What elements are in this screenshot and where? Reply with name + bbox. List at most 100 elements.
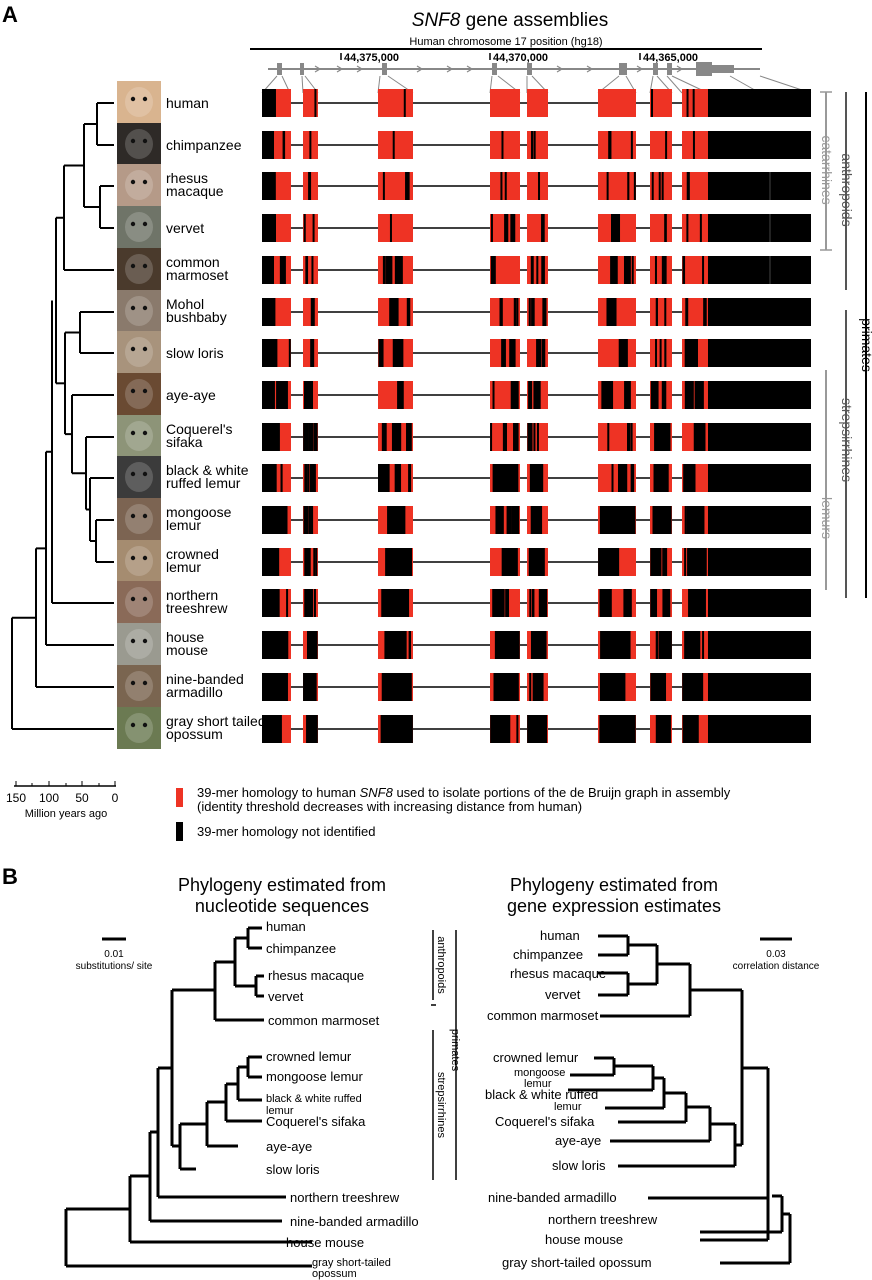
assembly-black [611,464,614,492]
species-photo-7 [117,373,161,415]
assembly-black [606,172,609,200]
assembly-black [664,339,667,367]
assembly-black [542,298,547,326]
assembly-black [277,381,287,409]
photo-face [125,587,153,617]
assembly-black [504,172,507,200]
right-taxon-label: nine-banded armadillo [488,1190,617,1205]
assembly-black [685,298,689,326]
assembly-black [686,506,689,534]
left-taxon-label: human [266,919,306,934]
assembly-black [664,423,671,451]
assembly-black [389,298,399,326]
assembly-exon [598,464,636,492]
chrom-label: Human chromosome 17 position (hg18) [409,36,602,48]
assembly-black [699,589,702,617]
photo-background [117,248,161,290]
assembly-utr [708,172,811,200]
photo-eye-left [130,305,136,311]
assembly-black [661,172,664,200]
photo-eye-right [142,305,148,311]
assembly-black [509,464,512,492]
species-photo-0 [117,81,161,123]
assembly-black [273,464,277,492]
assembly-black [405,172,410,200]
left-taxon-label: slow loris [266,1162,320,1177]
assembly-black [394,256,403,284]
photo-eye-left [130,179,136,185]
right-taxon-label: aye-aye [555,1133,601,1148]
species-name-13-0: house [166,629,204,645]
assembly-black [687,548,703,576]
assembly-black [607,423,610,451]
assembly-black [264,172,268,200]
assembly-black [314,89,317,117]
assembly-exon [378,89,413,117]
assembly-black [617,715,620,743]
assembly-black [304,464,307,492]
photo-face [125,713,153,743]
assembly-black [386,548,396,576]
human-gene-model [261,62,812,94]
assembly-black [269,548,280,576]
assembly-black [382,256,386,284]
left-taxon-label: nine-banded armadillo [290,1214,419,1229]
assembly-row-10 [262,506,811,534]
assembly-black [662,548,668,576]
right-taxon-label: house mouse [545,1232,623,1247]
assembly-black [273,214,276,242]
assembly-black [406,298,411,326]
assembly-black [541,589,544,617]
strand-arrow-7 [586,65,594,73]
assembly-black [262,214,274,242]
photo-eye-left [130,138,136,144]
left-taxon-label: Coquerel's sifaka [266,1114,366,1129]
assembly-black [384,631,396,659]
assembly-black [531,298,535,326]
species-name-14-1: armadillo [166,684,223,700]
assembly-black [264,548,274,576]
assembly-black [655,339,658,367]
assembly-black [308,423,314,451]
assembly-black [494,673,510,701]
assembly-black [280,464,283,492]
assembly-black [617,464,628,492]
assembly-black [310,298,313,326]
strand-arrow-5 [466,65,474,73]
assembly-black [313,589,316,617]
right-taxon-label: northern treeshrew [548,1212,658,1227]
assembly-utr [708,464,811,492]
gene-exon-3 [492,63,497,75]
assembly-black [661,256,667,284]
assembly-exon [682,131,708,159]
assembly-black [623,589,631,617]
assembly-black [311,256,314,284]
left-taxon-label: lemur [266,1105,294,1117]
assembly-row-1 [262,131,811,159]
assembly-utr [708,381,811,409]
assembly-black [269,589,280,617]
assembly-exon [527,172,548,200]
left-taxon-label: opossum [312,1268,357,1280]
species-name-11-1: lemur [166,559,201,575]
photo-face [125,546,153,576]
assembly-black [274,631,277,659]
assembly-exon [682,172,708,200]
assembly-black [630,131,633,159]
assembly-black [509,339,516,367]
assembly-black [657,423,667,451]
assembly-black [655,298,658,326]
assembly-utr [708,673,811,701]
right-taxon-label: lemur [524,1078,552,1090]
assembly-black [627,423,631,451]
photo-eye-right [142,138,148,144]
assembly-black [536,256,539,284]
assembly-black [308,506,312,534]
photo-eye-right [142,179,148,185]
assembly-black [268,631,275,659]
assembly-exon [303,89,318,117]
clade-brackets-a: anthropoids catarrhines primates strepsi… [819,91,872,598]
assembly-black [531,131,534,159]
assembly-black [615,214,618,242]
photo-eye-left [130,96,136,102]
